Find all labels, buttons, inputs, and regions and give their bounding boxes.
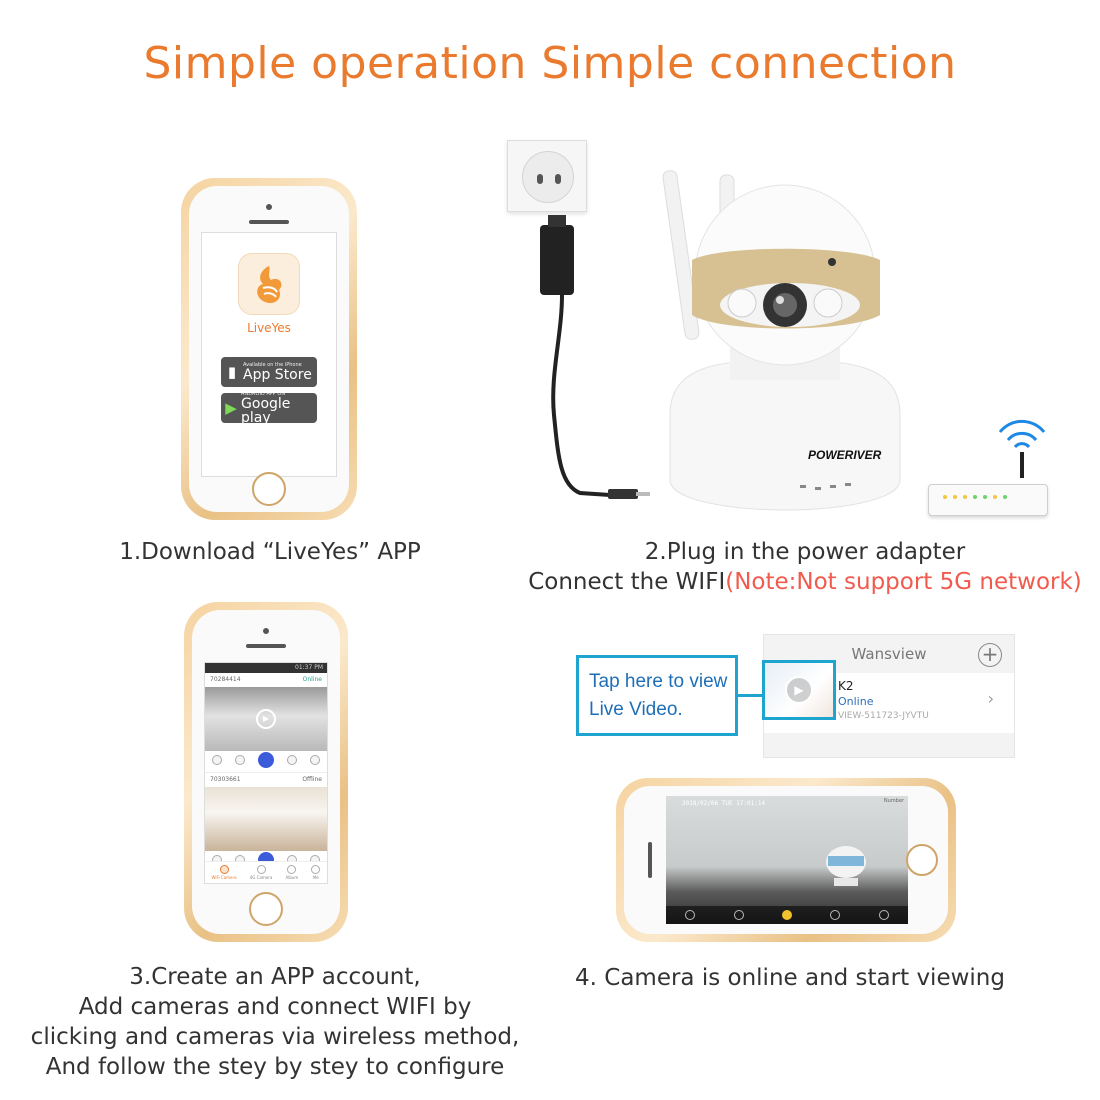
tab-label: WiFi Camera bbox=[211, 875, 237, 880]
tap-line2: Live Video. bbox=[589, 698, 683, 720]
appstore-small-text: Available on the iPhone bbox=[243, 361, 302, 368]
phone-download-app: LiveYes ▮ Available on the iPhone App St… bbox=[181, 178, 357, 520]
device-id: VIEW-511723-JYVTU bbox=[838, 711, 929, 721]
step3-caption-line: Add cameras and connect WIFI by bbox=[78, 994, 472, 1020]
step2-note: (Note:Not support 5G network) bbox=[725, 569, 1082, 595]
google-big-text: Google play bbox=[241, 395, 291, 426]
control-icon[interactable] bbox=[211, 755, 222, 765]
camera-card[interactable]: 70284414 Online ▶ bbox=[205, 673, 327, 773]
tab-bar: WiFi Camera 4G Camera Album Me bbox=[205, 861, 327, 883]
control-icon[interactable] bbox=[310, 755, 321, 765]
tap-here-callout: Tap here to view Live Video. bbox=[576, 655, 738, 736]
speaker-grille bbox=[249, 220, 289, 224]
wifi-signal-icon bbox=[998, 419, 1046, 478]
step2-caption: 2.Plug in the power adapter Connect the … bbox=[520, 537, 1090, 597]
power-adapter-image bbox=[540, 215, 650, 499]
camera-status: Online bbox=[302, 676, 322, 683]
phone-live-view: 2018/02/06 TUE 17:01:14 Number bbox=[616, 778, 956, 942]
camera-id: 70303661 bbox=[210, 776, 241, 783]
home-button bbox=[249, 892, 283, 926]
step1-caption: 1.Download “LiveYes” APP bbox=[119, 539, 421, 565]
liveyes-app-icon[interactable] bbox=[238, 253, 300, 315]
control-icon[interactable] bbox=[287, 755, 298, 765]
google-play-badge[interactable]: ▶ ANDROID APP ON Google play bbox=[221, 390, 317, 426]
camera-id: 70284414 bbox=[210, 676, 241, 683]
tab-wifi-camera[interactable]: WiFi Camera bbox=[212, 865, 237, 880]
status-bar: 01:37 PM bbox=[205, 663, 327, 673]
video-brand: Number bbox=[883, 798, 904, 804]
control-icon[interactable] bbox=[733, 910, 744, 920]
tab-4g-camera[interactable]: 4G Camera bbox=[249, 865, 273, 880]
ip-camera-image bbox=[662, 170, 901, 511]
wifi-router-image bbox=[928, 419, 1048, 518]
microphone-icon[interactable] bbox=[781, 910, 792, 920]
step3-caption-line: And follow the stey by stey to configure bbox=[45, 1054, 505, 1080]
live-video-screen: 2018/02/06 TUE 17:01:14 Number bbox=[666, 796, 908, 924]
home-button bbox=[906, 844, 938, 876]
app-store-badge[interactable]: ▮ Available on the iPhone App Store bbox=[221, 357, 317, 387]
speaker-grille bbox=[648, 842, 652, 878]
phone-screen: LiveYes ▮ Available on the iPhone App St… bbox=[201, 232, 337, 477]
wall-socket-image bbox=[507, 140, 587, 212]
cloud-icon[interactable] bbox=[257, 752, 274, 768]
home-button bbox=[252, 472, 286, 506]
page-title: Simple operation Simple connection bbox=[143, 38, 957, 89]
play-triangle-icon: ▶ bbox=[225, 399, 237, 417]
video-timestamp: 2018/02/06 TUE 17:01:14 bbox=[682, 800, 766, 807]
video-control-bar bbox=[666, 906, 908, 924]
play-icon[interactable]: ▶ bbox=[785, 676, 813, 704]
live-video-thumbnail[interactable]: ▶ bbox=[762, 660, 836, 720]
camera-card[interactable]: 70303661 Offline bbox=[205, 773, 327, 873]
device-name: K2 bbox=[838, 679, 854, 693]
camera-brand-logo: POWERIVER bbox=[808, 448, 882, 462]
tab-label: Album bbox=[285, 875, 299, 880]
camera-in-video-image bbox=[826, 846, 866, 886]
front-camera-dot bbox=[263, 628, 269, 634]
play-icon[interactable]: ▶ bbox=[256, 709, 276, 729]
control-icon[interactable] bbox=[234, 755, 245, 765]
step3-caption-line: 3.Create an APP account, bbox=[129, 964, 421, 990]
callout-connector bbox=[738, 694, 762, 697]
camera-thumbnail[interactable] bbox=[205, 787, 327, 851]
camera-thumbnail[interactable]: ▶ bbox=[205, 687, 327, 751]
add-device-button[interactable]: + bbox=[978, 643, 1002, 667]
control-icon[interactable] bbox=[830, 910, 841, 920]
step3-caption: 3.Create an APP account, Add cameras and… bbox=[20, 962, 530, 1082]
control-icon[interactable] bbox=[685, 910, 696, 920]
list-title: Wansview bbox=[851, 645, 927, 663]
phone-app-account: 01:37 PM 70284414 Online ▶ 70303661 Offlin… bbox=[184, 602, 348, 942]
speaker-grille bbox=[246, 644, 286, 648]
front-camera-dot bbox=[266, 204, 272, 210]
appstore-big-text: App Store bbox=[243, 366, 312, 383]
step4-caption: 4. Camera is online and start viewing bbox=[575, 965, 1005, 991]
control-icon[interactable] bbox=[878, 910, 889, 920]
tap-line1: Tap here to view bbox=[589, 670, 728, 692]
step3-caption-line: clicking and cameras via wireless method… bbox=[30, 1024, 520, 1050]
chevron-right-icon[interactable]: › bbox=[987, 689, 994, 708]
tab-label: Me bbox=[312, 875, 319, 880]
step2-caption-wifi: Connect the WIFI bbox=[528, 569, 726, 595]
camera-status: Offline bbox=[302, 776, 322, 783]
tab-me[interactable]: Me bbox=[311, 865, 321, 880]
google-small-text: ANDROID APP ON bbox=[241, 390, 286, 397]
phone-screen: 01:37 PM 70284414 Online ▶ 70303661 Offlin… bbox=[204, 662, 328, 884]
app-name-label: LiveYes bbox=[247, 321, 291, 335]
tab-label: 4G Camera bbox=[249, 875, 273, 880]
step2-caption-line1: 2.Plug in the power adapter bbox=[644, 539, 966, 565]
device-status: Online bbox=[838, 695, 874, 708]
step2-caption-line2: Connect the WIFI(Note:Not support 5G net… bbox=[520, 567, 1090, 597]
apple-phone-icon: ▮ bbox=[227, 363, 237, 381]
tab-album[interactable]: Album bbox=[285, 865, 298, 880]
